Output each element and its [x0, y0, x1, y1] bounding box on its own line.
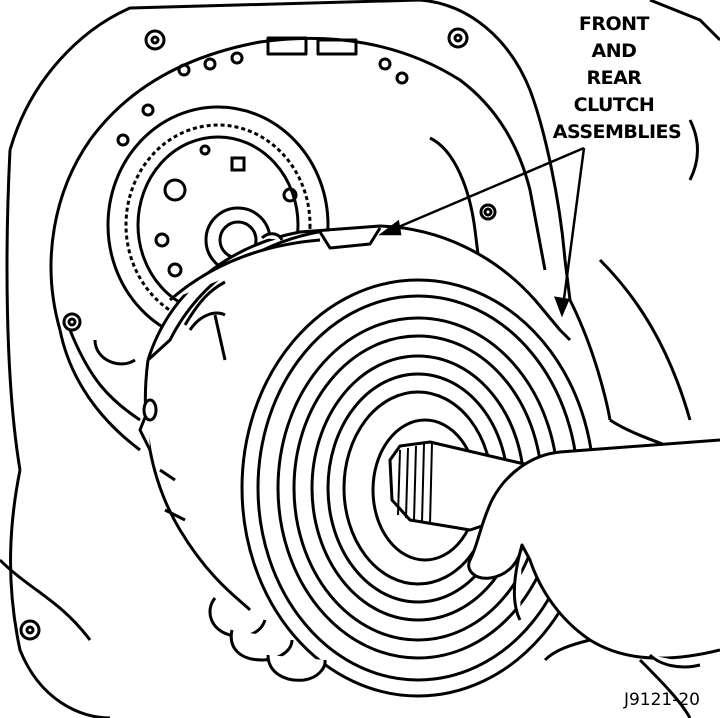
clutch-drum-icon	[138, 224, 596, 698]
callout-line-4: CLUTCH	[574, 94, 655, 116]
callout-line-5: ASSEMBLIES	[553, 121, 681, 143]
callout-line-3: REAR	[586, 67, 642, 89]
callout-line-1: FRONT	[579, 13, 650, 35]
figure-id: J9121-20	[623, 690, 700, 710]
callout-label: FRONT AND REAR CLUTCH ASSEMBLIES	[553, 13, 681, 143]
leader-lines	[378, 146, 586, 318]
callout-line-2: AND	[591, 40, 636, 62]
hand-icon	[208, 438, 720, 682]
